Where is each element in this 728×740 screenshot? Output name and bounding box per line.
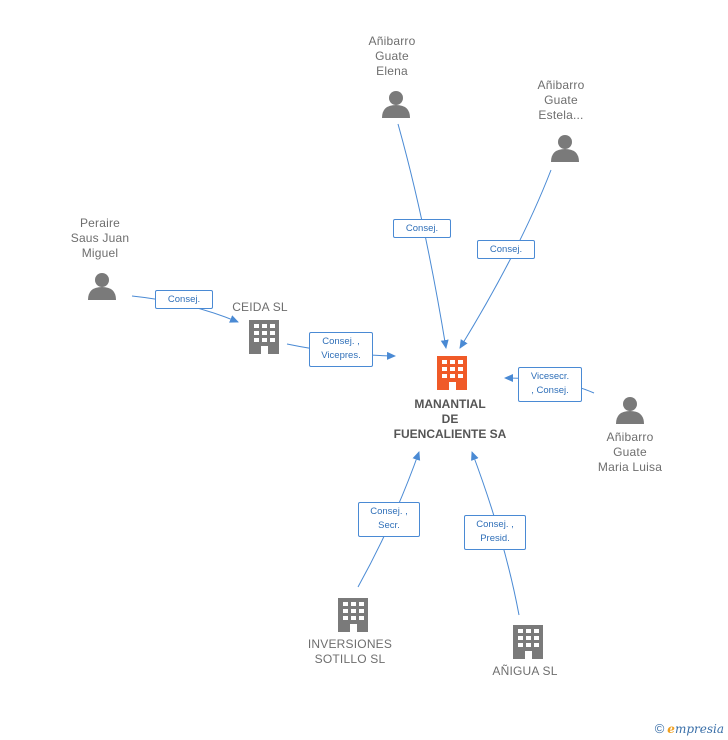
person-icon bbox=[551, 135, 579, 162]
person-icon bbox=[382, 91, 410, 118]
person-label-maria[interactable]: Añibarro Guate Maria Luisa bbox=[597, 430, 663, 474]
relation-label-elena: Consej. bbox=[393, 219, 451, 238]
person-label-estela[interactable]: Añibarro Guate Estela... bbox=[537, 78, 585, 122]
person-icon bbox=[88, 273, 116, 300]
building-icon bbox=[513, 625, 543, 659]
relation-label-peraire: Consej. bbox=[155, 290, 213, 309]
brand-name: mpresia bbox=[674, 722, 724, 736]
brand-footer[interactable]: ©empresia bbox=[655, 721, 724, 736]
company-label-anigua[interactable]: AÑIGUA SL bbox=[492, 664, 558, 678]
relation-label-maria: Vicesecr. , Consej. bbox=[518, 367, 582, 402]
copyright-icon: © bbox=[654, 721, 665, 736]
relation-label-anigua: Consej. , Presid. bbox=[464, 515, 526, 550]
main-company-building-icon bbox=[437, 356, 467, 390]
person-label-peraire[interactable]: Peraire Saus Juan Miguel bbox=[70, 216, 130, 260]
building-icon bbox=[338, 598, 368, 632]
relation-label-inversiones: Consej. , Secr. bbox=[358, 502, 420, 537]
main-company-label[interactable]: MANANTIAL DE FUENCALIENTE SA bbox=[393, 397, 507, 441]
company-label-inversiones[interactable]: INVERSIONES SOTILLO SL bbox=[307, 637, 393, 666]
person-label-elena[interactable]: Añibarro Guate Elena bbox=[368, 34, 416, 78]
company-label-ceida[interactable]: CEIDA SL bbox=[232, 300, 288, 314]
edge-estela bbox=[459, 169, 552, 349]
brand-logo-e: e bbox=[667, 722, 675, 736]
relation-label-ceida: Consej. , Vicepres. bbox=[309, 332, 373, 367]
relation-label-estela: Consej. bbox=[477, 240, 535, 259]
person-icon bbox=[616, 397, 644, 424]
building-icon bbox=[249, 320, 279, 354]
